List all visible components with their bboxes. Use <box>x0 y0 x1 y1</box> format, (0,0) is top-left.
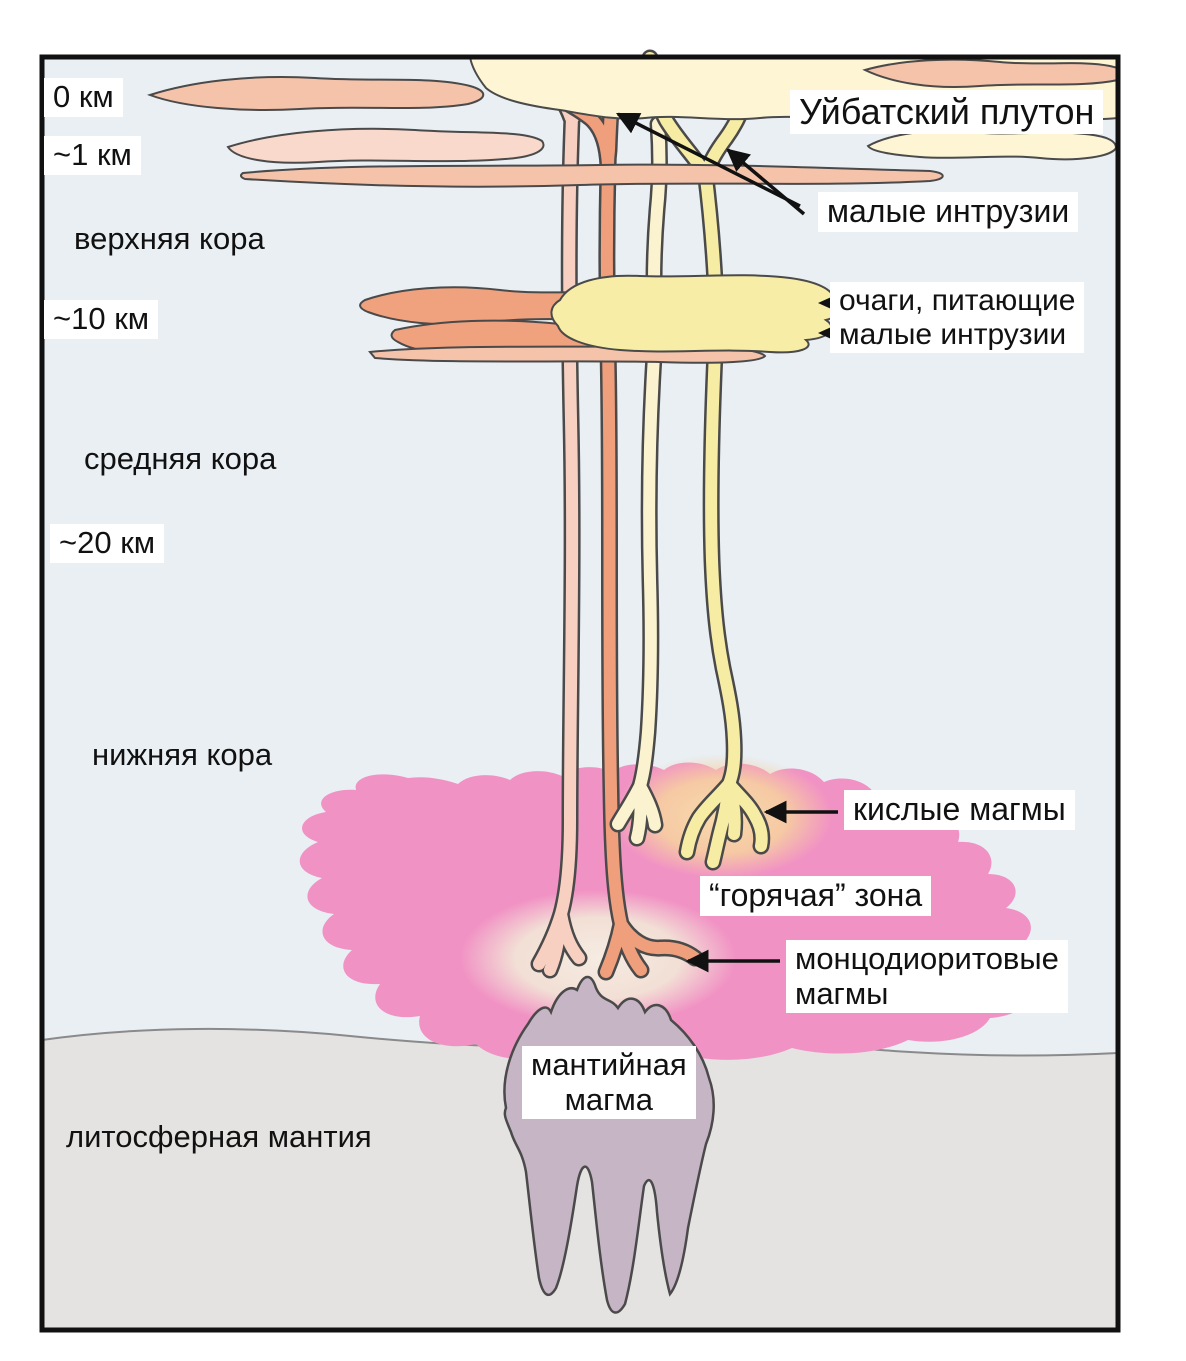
depth-label-0km: 0 км <box>44 78 123 117</box>
salmon-long-thin-sill <box>239 163 944 188</box>
depth-label-1km: ~1 км <box>44 136 141 175</box>
label-small-intrusions: малые интрузии <box>818 192 1079 232</box>
label-mantle-magma: мантийная магма <box>522 1046 696 1120</box>
layer-label-lithospheric-mantle: литосферная мантия <box>66 1119 372 1154</box>
label-felsic-magmas: кислые магмы <box>844 790 1075 830</box>
layer-label-middle-crust: средняя кора <box>84 441 277 476</box>
layer-label-upper-crust: верхняя кора <box>74 221 265 256</box>
pluton-title: Уйбатский плутон <box>790 90 1104 135</box>
monzodiorite-magma-glow <box>460 890 736 1026</box>
light-pink-sill <box>226 127 545 164</box>
figure-border <box>39 54 1121 1333</box>
label-feeding-chambers: очаги, питающие малые интрузии <box>830 282 1085 354</box>
pale-yellow-right-lens <box>866 129 1118 161</box>
label-monzodiorite-line1: монцодиоритовые <box>795 941 1059 976</box>
label-mantle-magma-line1: мантийная <box>531 1047 687 1082</box>
layer-label-lower-crust: нижняя кора <box>92 737 273 772</box>
label-feeding-chambers-line2: малые интрузии <box>839 317 1067 351</box>
label-hot-zone: “горячая” зона <box>700 876 932 916</box>
depth-label-20km: ~20 км <box>50 524 165 563</box>
depth-label-10km: ~10 км <box>44 300 159 339</box>
label-monzodiorite-line2: магмы <box>795 975 889 1011</box>
arrow-small-intrusion-left <box>615 112 801 208</box>
salmon-upper-sill <box>146 75 485 111</box>
label-feeding-chambers-line1: очаги, питающие <box>839 284 1076 317</box>
arrow-small-intrusion-right <box>726 148 806 216</box>
lithospheric-mantle-region <box>42 1028 1118 1330</box>
label-monzodiorite-magmas: монцодиоритовые магмы <box>786 940 1068 1014</box>
salmon-top-right-sill <box>862 58 1119 89</box>
label-mantle-magma-line2: магма <box>564 1081 654 1117</box>
yellow-chamber-sill <box>550 274 842 354</box>
